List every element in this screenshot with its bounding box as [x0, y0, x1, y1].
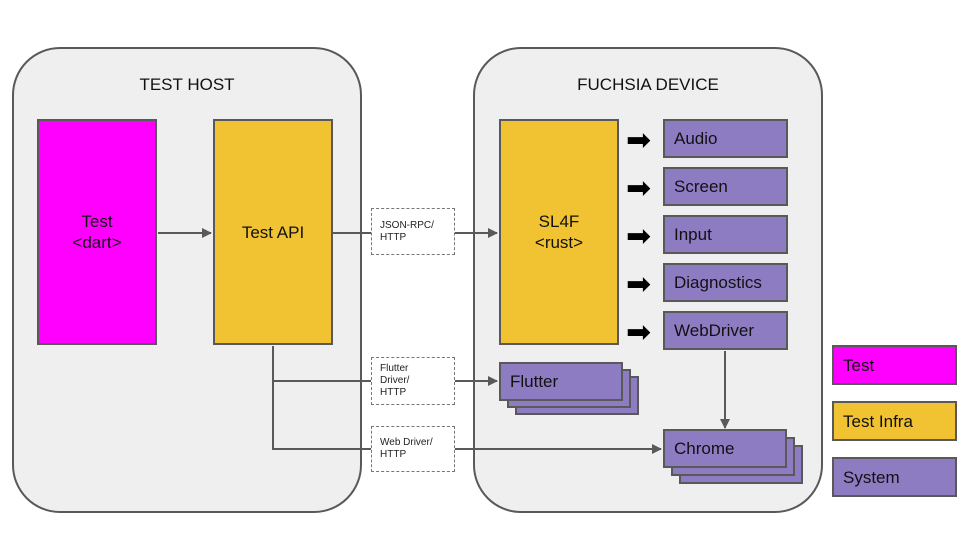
chrome-box: Chrome [663, 429, 787, 468]
arrow-right-icon: ➡ [626, 124, 652, 157]
sl4f-title: SL4F [538, 212, 580, 231]
service-audio: Audio [663, 119, 788, 158]
flutter-driver-line2: Driver/ [380, 375, 410, 386]
fuchsia-device-title: FUCHSIA DEVICE [577, 75, 719, 94]
flutter-driver-line1: Flutter [380, 363, 409, 374]
test-host-title: TEST HOST [139, 75, 235, 94]
test-box-title: Test [81, 212, 113, 231]
json-rpc-line2: HTTP [380, 231, 407, 243]
test-box: Test <dart> [37, 119, 157, 345]
service-input: Input [663, 215, 788, 254]
service-diagnostics: Diagnostics [663, 263, 788, 302]
arrow-right-icon: ➡ [626, 220, 652, 253]
api-to-chrome-arrow [272, 381, 662, 454]
json-rpc-line1: JSON-RPC/ [380, 219, 434, 231]
service-screen: Screen [663, 167, 788, 206]
web-driver-label: Web Driver/ HTTP [371, 426, 455, 472]
sl4f-language: <rust> [534, 233, 584, 252]
flutter-driver-line3: HTTP [380, 387, 407, 398]
arrow-right-icon: ➡ [626, 268, 652, 301]
arrow-right-icon: ➡ [626, 316, 652, 349]
test-api-box: Test API [213, 119, 333, 345]
json-rpc-label: JSON-RPC/ HTTP [371, 208, 455, 255]
web-driver-line2: HTTP [380, 449, 407, 460]
flutter-driver-label: Flutter Driver/ HTTP [371, 357, 455, 405]
web-driver-line1: Web Driver/ [380, 437, 433, 448]
legend-test-infra: Test Infra [832, 401, 957, 441]
flutter-box: Flutter [499, 362, 623, 401]
service-webdriver: WebDriver [663, 311, 788, 350]
legend-system: System [832, 457, 957, 497]
legend-test: Test [832, 345, 957, 385]
sl4f-box: SL4F <rust> [499, 119, 619, 345]
test-box-language: <dart> [72, 233, 122, 252]
arrow-right-icon: ➡ [626, 172, 652, 205]
test-api-label: Test API [241, 222, 305, 242]
